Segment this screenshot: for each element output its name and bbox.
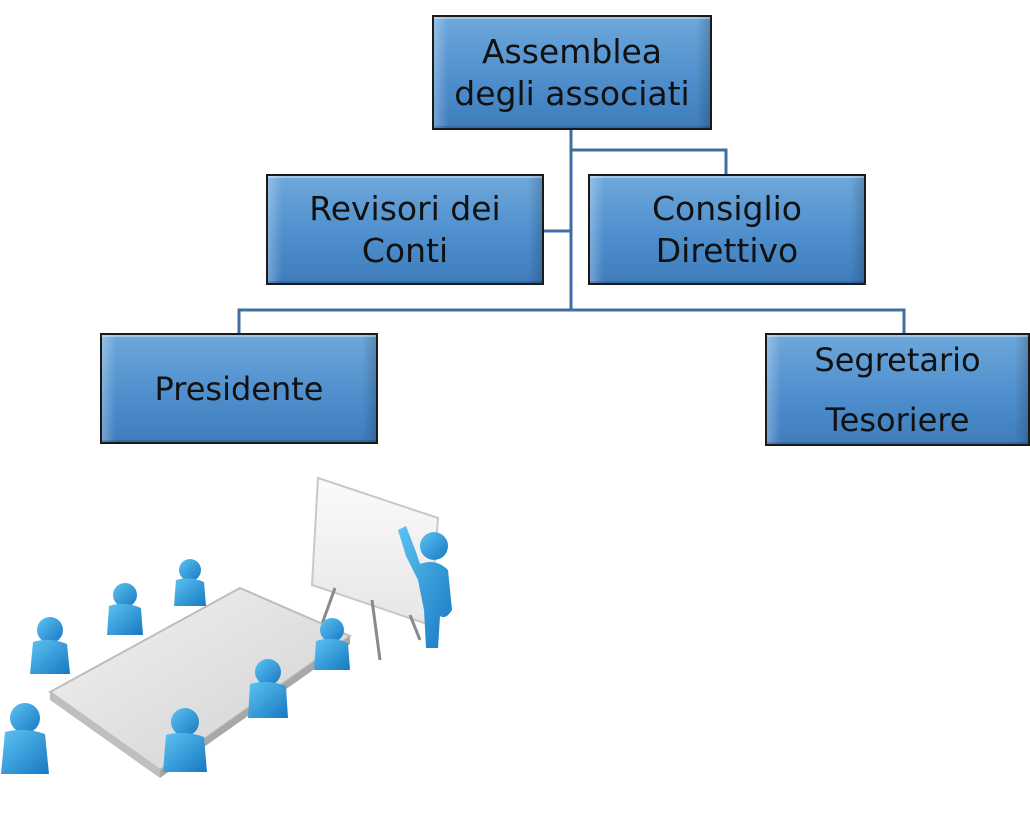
node-label-line: Segretario: [814, 340, 981, 379]
node-label-line: Direttivo: [655, 230, 799, 270]
node-label-line: Conti: [361, 230, 449, 270]
node-segretario-tesoriere: Segretario Tesoriere: [765, 333, 1030, 446]
connector-segretario: [571, 308, 906, 333]
node-label-line: Assemblea: [481, 31, 663, 71]
meeting-table-icon: [1, 476, 452, 778]
node-label-line: Presidente: [154, 369, 324, 408]
connector-consiglio: [571, 148, 728, 174]
node-label-line: degli associati: [454, 73, 690, 113]
node-revisori-dei-conti: Revisori dei Conti: [266, 174, 544, 285]
node-label-line: Tesoriere: [825, 400, 970, 439]
node-consiglio-direttivo: Consiglio Direttivo: [588, 174, 866, 285]
presenter-figure-icon: [398, 526, 452, 648]
node-label-line: Consiglio: [652, 188, 802, 228]
seated-people-icon: [1, 559, 350, 774]
connector-presidente: [237, 308, 571, 333]
node-presidente: Presidente: [100, 333, 378, 444]
node-label-line: Revisori dei: [309, 188, 501, 228]
node-assemblea-degli-associati: Assemblea degli associati: [432, 15, 712, 130]
